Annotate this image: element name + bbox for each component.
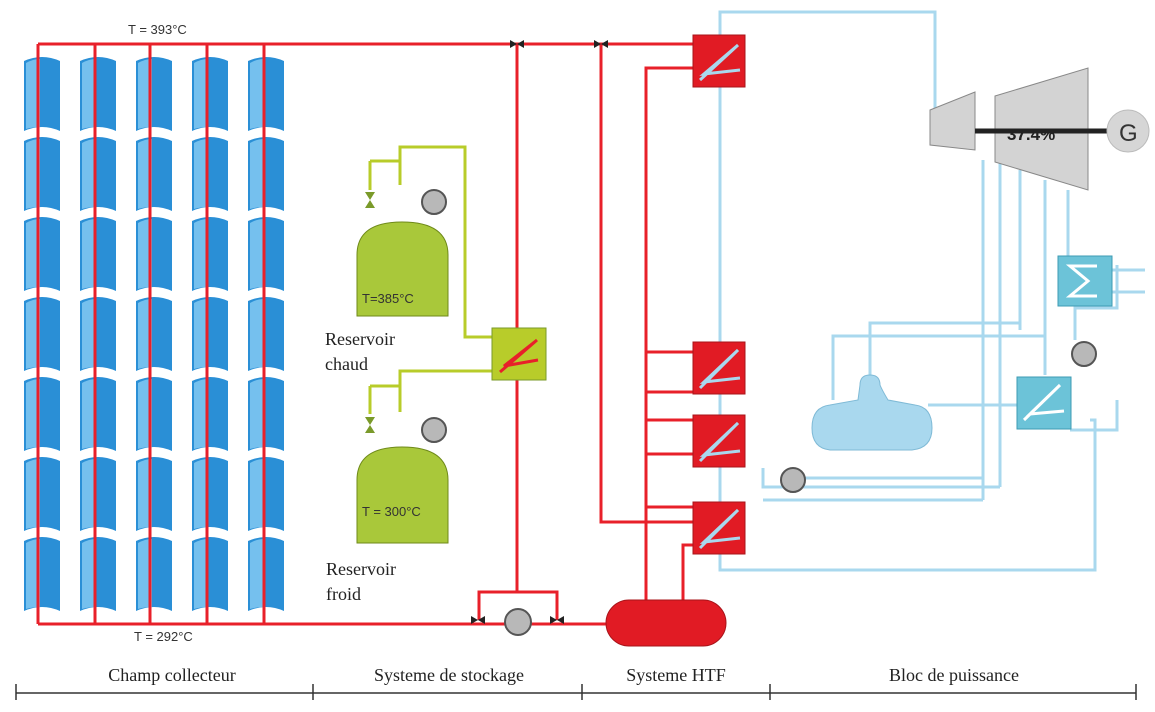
collector-module	[136, 217, 172, 291]
turbine-efficiency: 37.4%	[1007, 125, 1055, 144]
collector-module	[136, 297, 172, 371]
collector-module	[192, 377, 228, 451]
collector-module	[24, 217, 60, 291]
collector-module	[192, 537, 228, 611]
cold-tank-label-line2: froid	[326, 584, 361, 604]
collector-module	[248, 377, 284, 451]
htf-expansion-tank	[605, 599, 727, 647]
preheater	[692, 501, 746, 555]
collector-module	[192, 137, 228, 211]
collector-module	[24, 137, 60, 211]
hot-header-temperature: T = 393°C	[128, 22, 187, 37]
collector-module	[136, 57, 172, 131]
hot-tank-pump-icon	[421, 189, 447, 215]
deaerator	[811, 374, 933, 451]
storage-system	[356, 145, 547, 636]
storage-pump-icon	[504, 608, 532, 636]
collector-module	[192, 457, 228, 531]
section-bar	[15, 684, 1137, 700]
collector-module	[80, 217, 116, 291]
section-label-storage: Systeme de stockage	[374, 665, 524, 685]
collector-field	[24, 57, 284, 611]
cold-header-temperature: T = 292°C	[134, 629, 193, 644]
collector-module	[248, 57, 284, 131]
generator-icon	[1106, 109, 1150, 153]
collector-module	[136, 537, 172, 611]
hot-tank-label-line1: Reservoir	[325, 329, 395, 349]
collector-module	[24, 57, 60, 131]
collector-module	[192, 217, 228, 291]
collector-module	[24, 457, 60, 531]
collector-module	[136, 457, 172, 531]
collector-module	[80, 57, 116, 131]
power-block	[780, 67, 1150, 493]
cold-tank-pump-icon	[421, 417, 447, 443]
collector-module	[80, 457, 116, 531]
section-label-power-block: Bloc de puissance	[889, 665, 1019, 685]
collector-module	[192, 297, 228, 371]
collector-module	[248, 137, 284, 211]
section-label-htf: Systeme HTF	[626, 665, 726, 685]
hot-tank	[356, 221, 449, 317]
collector-module	[248, 537, 284, 611]
collector-module	[24, 377, 60, 451]
generator-label: G	[1119, 120, 1138, 147]
collector-module	[80, 137, 116, 211]
collector-module	[248, 217, 284, 291]
superheater	[692, 34, 746, 88]
collector-module	[192, 57, 228, 131]
lp-preheater	[1016, 376, 1072, 430]
htf-piping	[36, 40, 697, 626]
collector-module	[136, 377, 172, 451]
cold-tank-temperature: T = 300°C	[362, 504, 421, 519]
collector-module	[24, 537, 60, 611]
hp-turbine	[929, 91, 976, 151]
feedwater-pump-icon	[780, 467, 806, 493]
condensate-pump-icon	[1071, 341, 1097, 367]
hot-tank-label-line2: chaud	[325, 354, 368, 374]
collector-module	[136, 137, 172, 211]
collector-module	[248, 457, 284, 531]
hot-tank-valve-icon	[365, 192, 375, 208]
section-label-collector: Champ collecteur	[108, 665, 235, 685]
cold-tank	[356, 446, 449, 544]
cold-tank-valve-icon	[365, 417, 375, 433]
collector-module	[248, 297, 284, 371]
htf-heat-exchangers	[605, 34, 746, 647]
collector-module	[80, 297, 116, 371]
collector-module	[80, 537, 116, 611]
collector-module	[80, 377, 116, 451]
reheater	[692, 341, 746, 395]
steam-generator	[692, 414, 746, 468]
collector-module	[24, 297, 60, 371]
cold-tank-label-line1: Reservoir	[326, 559, 396, 579]
hot-tank-temperature: T=385°C	[362, 291, 414, 306]
water-steam-piping	[718, 10, 1145, 572]
condenser	[1057, 255, 1113, 307]
